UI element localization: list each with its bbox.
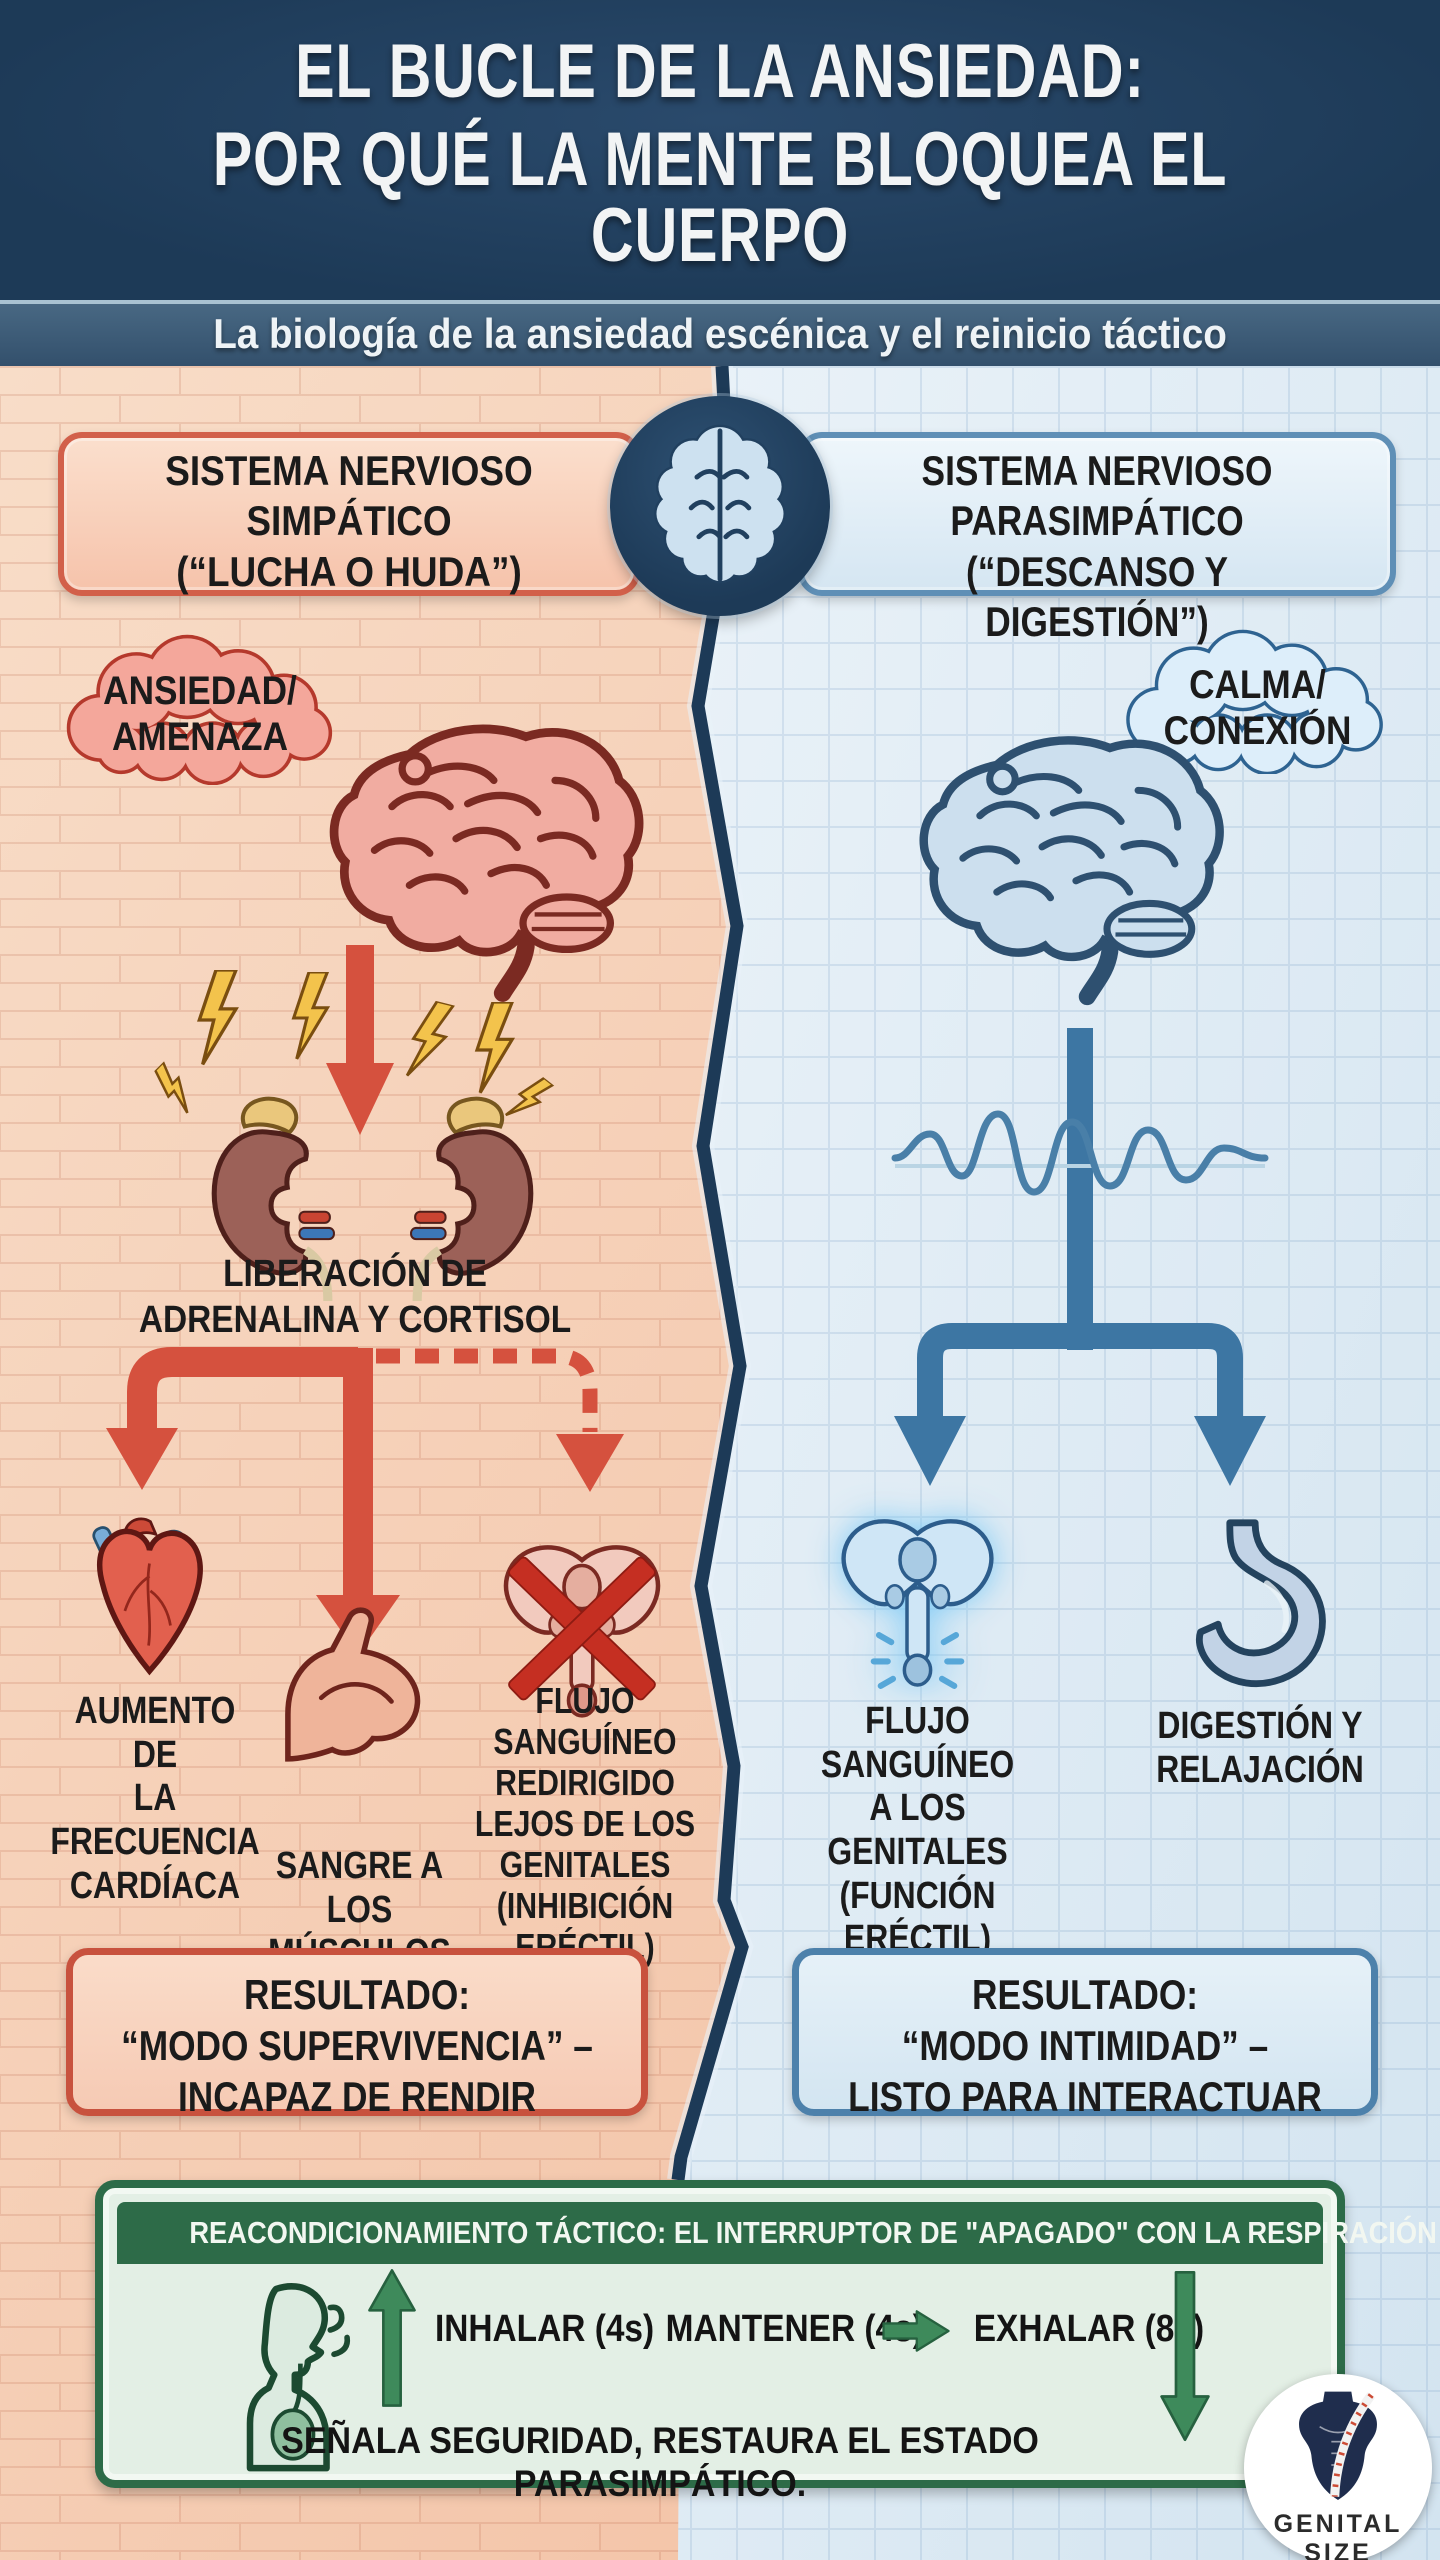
sympathetic-header-box: SISTEMA NERVIOSO SIMPÁTICO (“LUCHA O HUD… <box>58 432 640 596</box>
red-down-arrow <box>326 945 394 1135</box>
lightning-icon <box>405 999 456 1077</box>
center-brain-badge <box>610 396 830 616</box>
torso-tape-icon <box>1299 2391 1377 2500</box>
divider-zigzag <box>671 366 749 2181</box>
breathing-person-icon <box>246 2283 351 2472</box>
heart-icon <box>92 1517 203 1676</box>
effect-heart-label: AUMENTO DE LA FRECUENCIA CARDÍACA <box>50 1690 260 1907</box>
stomach-icon <box>1196 1519 1326 1688</box>
anxiety-cloud: ANSIEDAD/ AMENAZA <box>50 630 355 786</box>
lightning-icon <box>291 972 331 1060</box>
brand-logo-label: GENITAL SIZE <box>1273 2510 1403 2560</box>
brand-logo: GENITAL SIZE <box>1244 2374 1432 2560</box>
cloud-icon <box>66 634 333 786</box>
inhale-label: INHALAR (4s) <box>434 2308 655 2350</box>
red-branch-arrows <box>106 1347 624 1655</box>
tactical-panel: REACONDICIONAMIENTO TÁCTICO: EL INTERRUP… <box>95 2180 1437 2488</box>
subtitle-band: La biología de la ansiedad escénica y el… <box>0 300 1440 366</box>
calm-wave-icon <box>891 1110 1269 1196</box>
page-title-line2: POR QUÉ LA MENTE BLOQUEA EL CUERPO <box>212 117 1228 278</box>
result-box-parasympathetic: RESULTADO: “MODO INTIMIDAD” – LISTO PARA… <box>792 1948 1378 2120</box>
brain-side-icon <box>919 736 1224 1006</box>
anxiety-cloud-label: ANSIEDAD/ AMENAZA <box>103 669 297 759</box>
result-sympathetic-label: RESULTADO: “MODO SUPERVIVENCIA” – INCAPA… <box>121 1971 593 2121</box>
kidneys-adrenal-icon <box>211 1085 545 1310</box>
red-x-icon <box>508 1556 656 1701</box>
effect-blocked-label: FLUJO SANGUÍNEO REDIRIGIDO LEJOS DE LOS … <box>474 1680 696 1968</box>
parasympathetic-header-label: SISTEMA NERVIOSO PARASIMPÁTICO (“DESCANS… <box>921 447 1273 646</box>
calm-cloud-label: CALMA/ CONEXIÓN <box>1163 663 1352 753</box>
subtitle: La biología de la ansiedad escénica y el… <box>213 310 1227 357</box>
brain-top-icon <box>654 424 786 584</box>
exhale-label: EXHALAR (8s) <box>973 2308 1205 2350</box>
tactical-caption: SEÑALA SEGURIDAD, RESTAURA EL ESTADO PAR… <box>281 2420 1039 2504</box>
tactical-panel-header: REACONDICIONAMIENTO TÁCTICO: EL INTERRUP… <box>117 2202 1437 2264</box>
blue-branch-arrows <box>891 1028 1269 1486</box>
parasympathetic-header-box: SISTEMA NERVIOSO PARASIMPÁTICO (“DESCANS… <box>798 432 1396 645</box>
effect-digestion-label: DIGESTIÓN Y RELAJACIÓN <box>1156 1705 1364 1791</box>
exhale-right-arrow <box>882 2310 950 2352</box>
hold-label: MANTENER (4s) <box>665 2308 924 2350</box>
lightning-icon <box>153 1060 189 1114</box>
lightning-icon <box>197 970 239 1066</box>
result-parasympathetic-label: RESULTADO: “MODO INTIMIDAD” – LISTO PARA… <box>848 1971 1322 2121</box>
sympathetic-header-label: SISTEMA NERVIOSO SIMPÁTICO (“LUCHA O HUD… <box>165 447 533 595</box>
genitals-glow-icon <box>841 1519 994 1689</box>
tactical-panel-title: REACONDICIONAMIENTO TÁCTICO: EL INTERRUP… <box>189 2215 1437 2250</box>
release-label: LIBERACIÓN DE ADRENALINA Y CORTISOL <box>138 1253 572 1341</box>
lightning-icon <box>474 1002 516 1094</box>
page-title-line1: EL BUCLE DE LA ANSIEDAD: <box>295 29 1145 114</box>
bicep-icon <box>285 1607 421 1762</box>
exhale-down-arrow <box>1160 2270 1210 2442</box>
brain-side-icon <box>329 724 644 1002</box>
blocked-genitals-icon <box>503 1545 661 1718</box>
inhale-up-arrow <box>368 2269 416 2407</box>
lightning-icon <box>505 1076 556 1117</box>
effect-genitals-label: FLUJO SANGUÍNEO A LOS GENITALES (FUNCIÓN… <box>820 1700 1015 1961</box>
header: EL BUCLE DE LA ANSIEDAD: POR QUÉ LA MENT… <box>0 0 1440 300</box>
result-box-sympathetic: RESULTADO: “MODO SUPERVIVENCIA” – INCAPA… <box>66 1948 648 2120</box>
